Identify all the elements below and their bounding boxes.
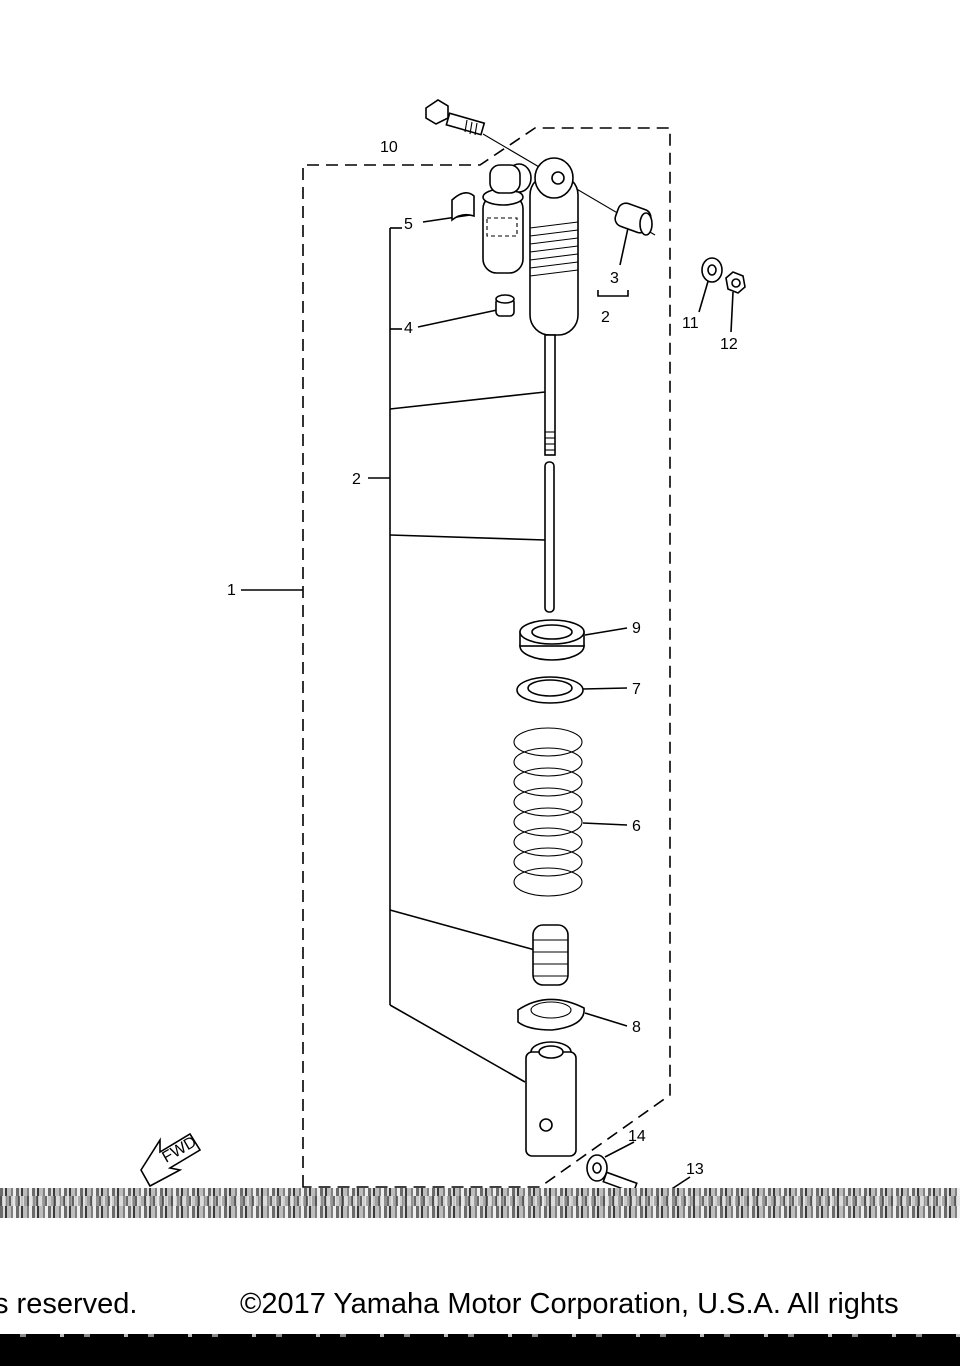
push-rod-icon [544,461,555,613]
spring-adjuster-7-icon [516,676,584,704]
callout-6: 6 [632,818,641,835]
callout-12: 12 [720,336,738,353]
callout-13: 13 [686,1161,704,1178]
bushing-3-icon [614,202,653,236]
callout-1: 1 [227,582,236,599]
copyright-left-text: s reserved. [0,1288,138,1320]
assembly-boundary-dashed [302,127,671,1188]
callout-14: 14 [628,1128,646,1145]
locknut-9-icon [519,619,585,661]
bolt-13-icon [602,1171,638,1194]
bottom-black-bar [0,1334,960,1366]
shock-body-icon [529,157,579,456]
scan-noise-band [0,1188,960,1218]
callout-2: 2 [352,471,361,488]
washer-11-icon [701,257,723,283]
reservoir-5-icon [451,163,532,274]
callout-8: 8 [632,1019,641,1036]
bump-stop-icon [532,924,569,986]
callout-3: 3 [610,270,619,287]
callout-7: 7 [632,681,641,698]
callout-11: 11 [682,315,699,332]
callout-5: 5 [404,216,413,233]
callout-4: 4 [404,320,413,337]
leader-lines [241,214,734,1195]
spring-6-icon [513,727,583,897]
callout-2-sub: 2 [601,309,610,326]
fwd-arrow-icon: FWD [140,1132,202,1188]
copyright-right-text: ©2017 Yamaha Motor Corporation, U.S.A. A… [240,1288,899,1320]
callout-9: 9 [632,620,641,637]
callout-10: 10 [380,139,398,156]
lower-clevis-icon [525,1041,577,1157]
bracket-item-2 [389,227,546,1083]
washer-14-icon [586,1154,608,1182]
nut-12-icon [725,271,746,294]
copyright-footer: s reserved. ©2017 Yamaha Motor Corporati… [0,1288,960,1332]
spring-guide-8-icon [517,998,585,1031]
adjuster-4-icon [495,294,515,317]
